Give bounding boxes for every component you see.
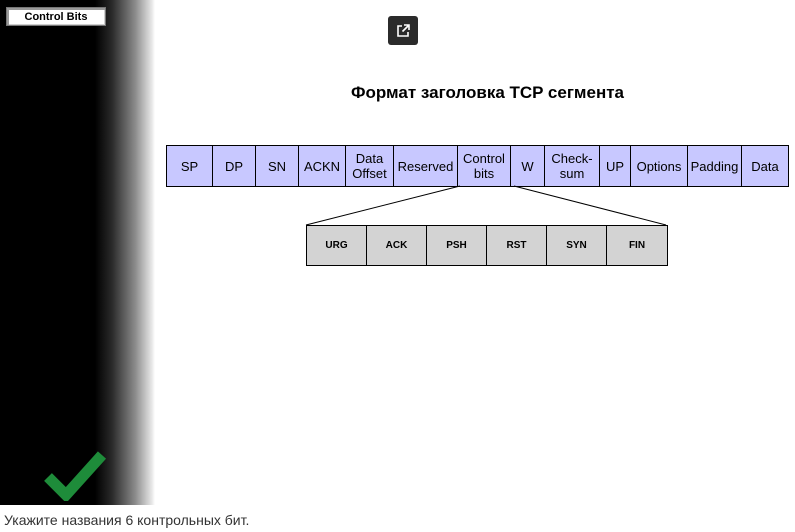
header-field: UP xyxy=(600,146,631,186)
header-field: W xyxy=(511,146,545,186)
checkmark-icon xyxy=(44,451,106,501)
control-bit-fin: FIN xyxy=(607,226,667,265)
connector-left xyxy=(305,185,461,226)
control-bit-psh: PSH xyxy=(427,226,487,265)
header-field: Check-sum xyxy=(545,146,600,186)
control-bit-syn: SYN xyxy=(547,226,607,265)
control-bits-tag: Control Bits xyxy=(6,7,106,26)
diagram-title: Формат заголовка TCP сегмента xyxy=(351,83,624,102)
question-text: Укажите названия 6 контрольных бит. xyxy=(4,512,250,528)
header-field: SP xyxy=(167,146,213,186)
header-field: Data xyxy=(742,146,788,186)
control-bit-urg: URG xyxy=(307,226,367,265)
header-field: ACKN xyxy=(299,146,346,186)
header-field: Reserved xyxy=(394,146,458,186)
header-field: Padding xyxy=(688,146,742,186)
header-field: DP xyxy=(213,146,256,186)
open-external-button[interactable] xyxy=(388,16,418,45)
control-bit-rst: RST xyxy=(487,226,547,265)
header-field: Options xyxy=(631,146,688,186)
connector-right xyxy=(513,185,667,226)
header-field: SN xyxy=(256,146,299,186)
external-link-icon xyxy=(397,23,410,37)
sidebar-panel: Control Bits xyxy=(0,0,155,505)
sidebar-edge xyxy=(0,0,5,505)
control-bit-ack: ACK xyxy=(367,226,427,265)
